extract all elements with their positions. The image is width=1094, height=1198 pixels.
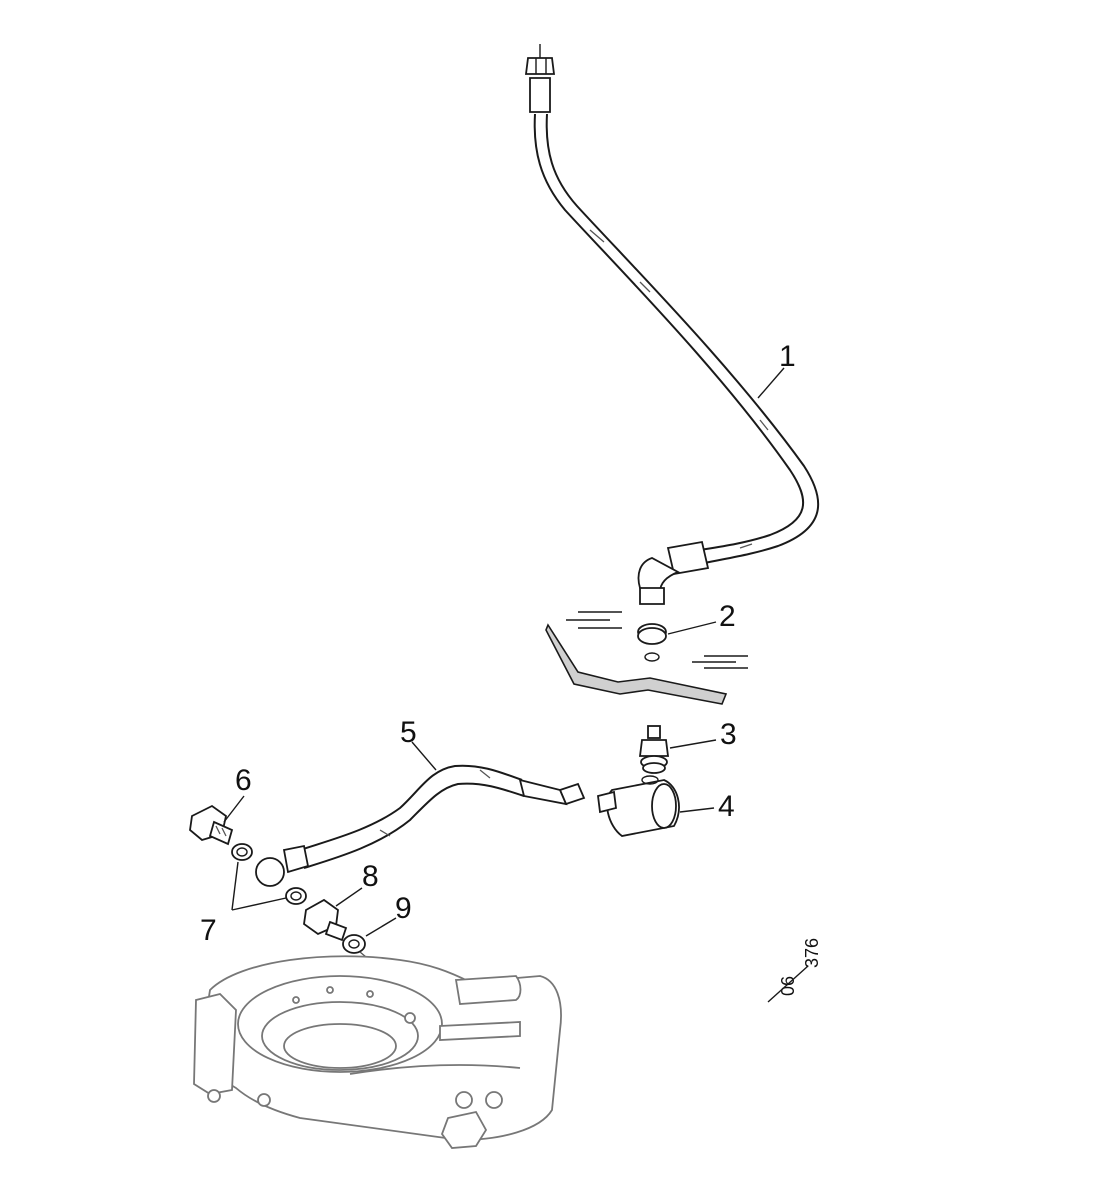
adapter-8 [303,898,348,942]
union-3 [638,725,670,774]
drawing-reference: 06 376 [767,938,822,1003]
callout-1: 1 [779,340,796,373]
callout-labels: 1 2 3 4 5 6 7 8 9 [200,340,796,947]
washer-9 [342,934,385,973]
callout-4: 4 [718,790,735,823]
drawing-ref-bottom: 376 [802,938,822,968]
banjo-bolt-6 [189,804,234,846]
washers-7 [231,843,307,905]
callout-6: 6 [235,764,252,797]
callout-7: 7 [200,914,217,947]
lower-hose [255,764,586,887]
junction-block-4 [597,775,680,837]
callout-5: 5 [400,716,417,749]
caliper-housing [193,955,562,1149]
callout-3: 3 [720,718,737,751]
drawing-ref-top: 06 [778,976,798,996]
upper-hose [524,44,820,605]
leader-lines [223,367,785,937]
washer-2 [637,623,667,662]
frame-section [545,611,748,705]
callout-2: 2 [719,600,736,633]
callout-9: 9 [395,892,412,925]
callout-8: 8 [362,860,379,893]
